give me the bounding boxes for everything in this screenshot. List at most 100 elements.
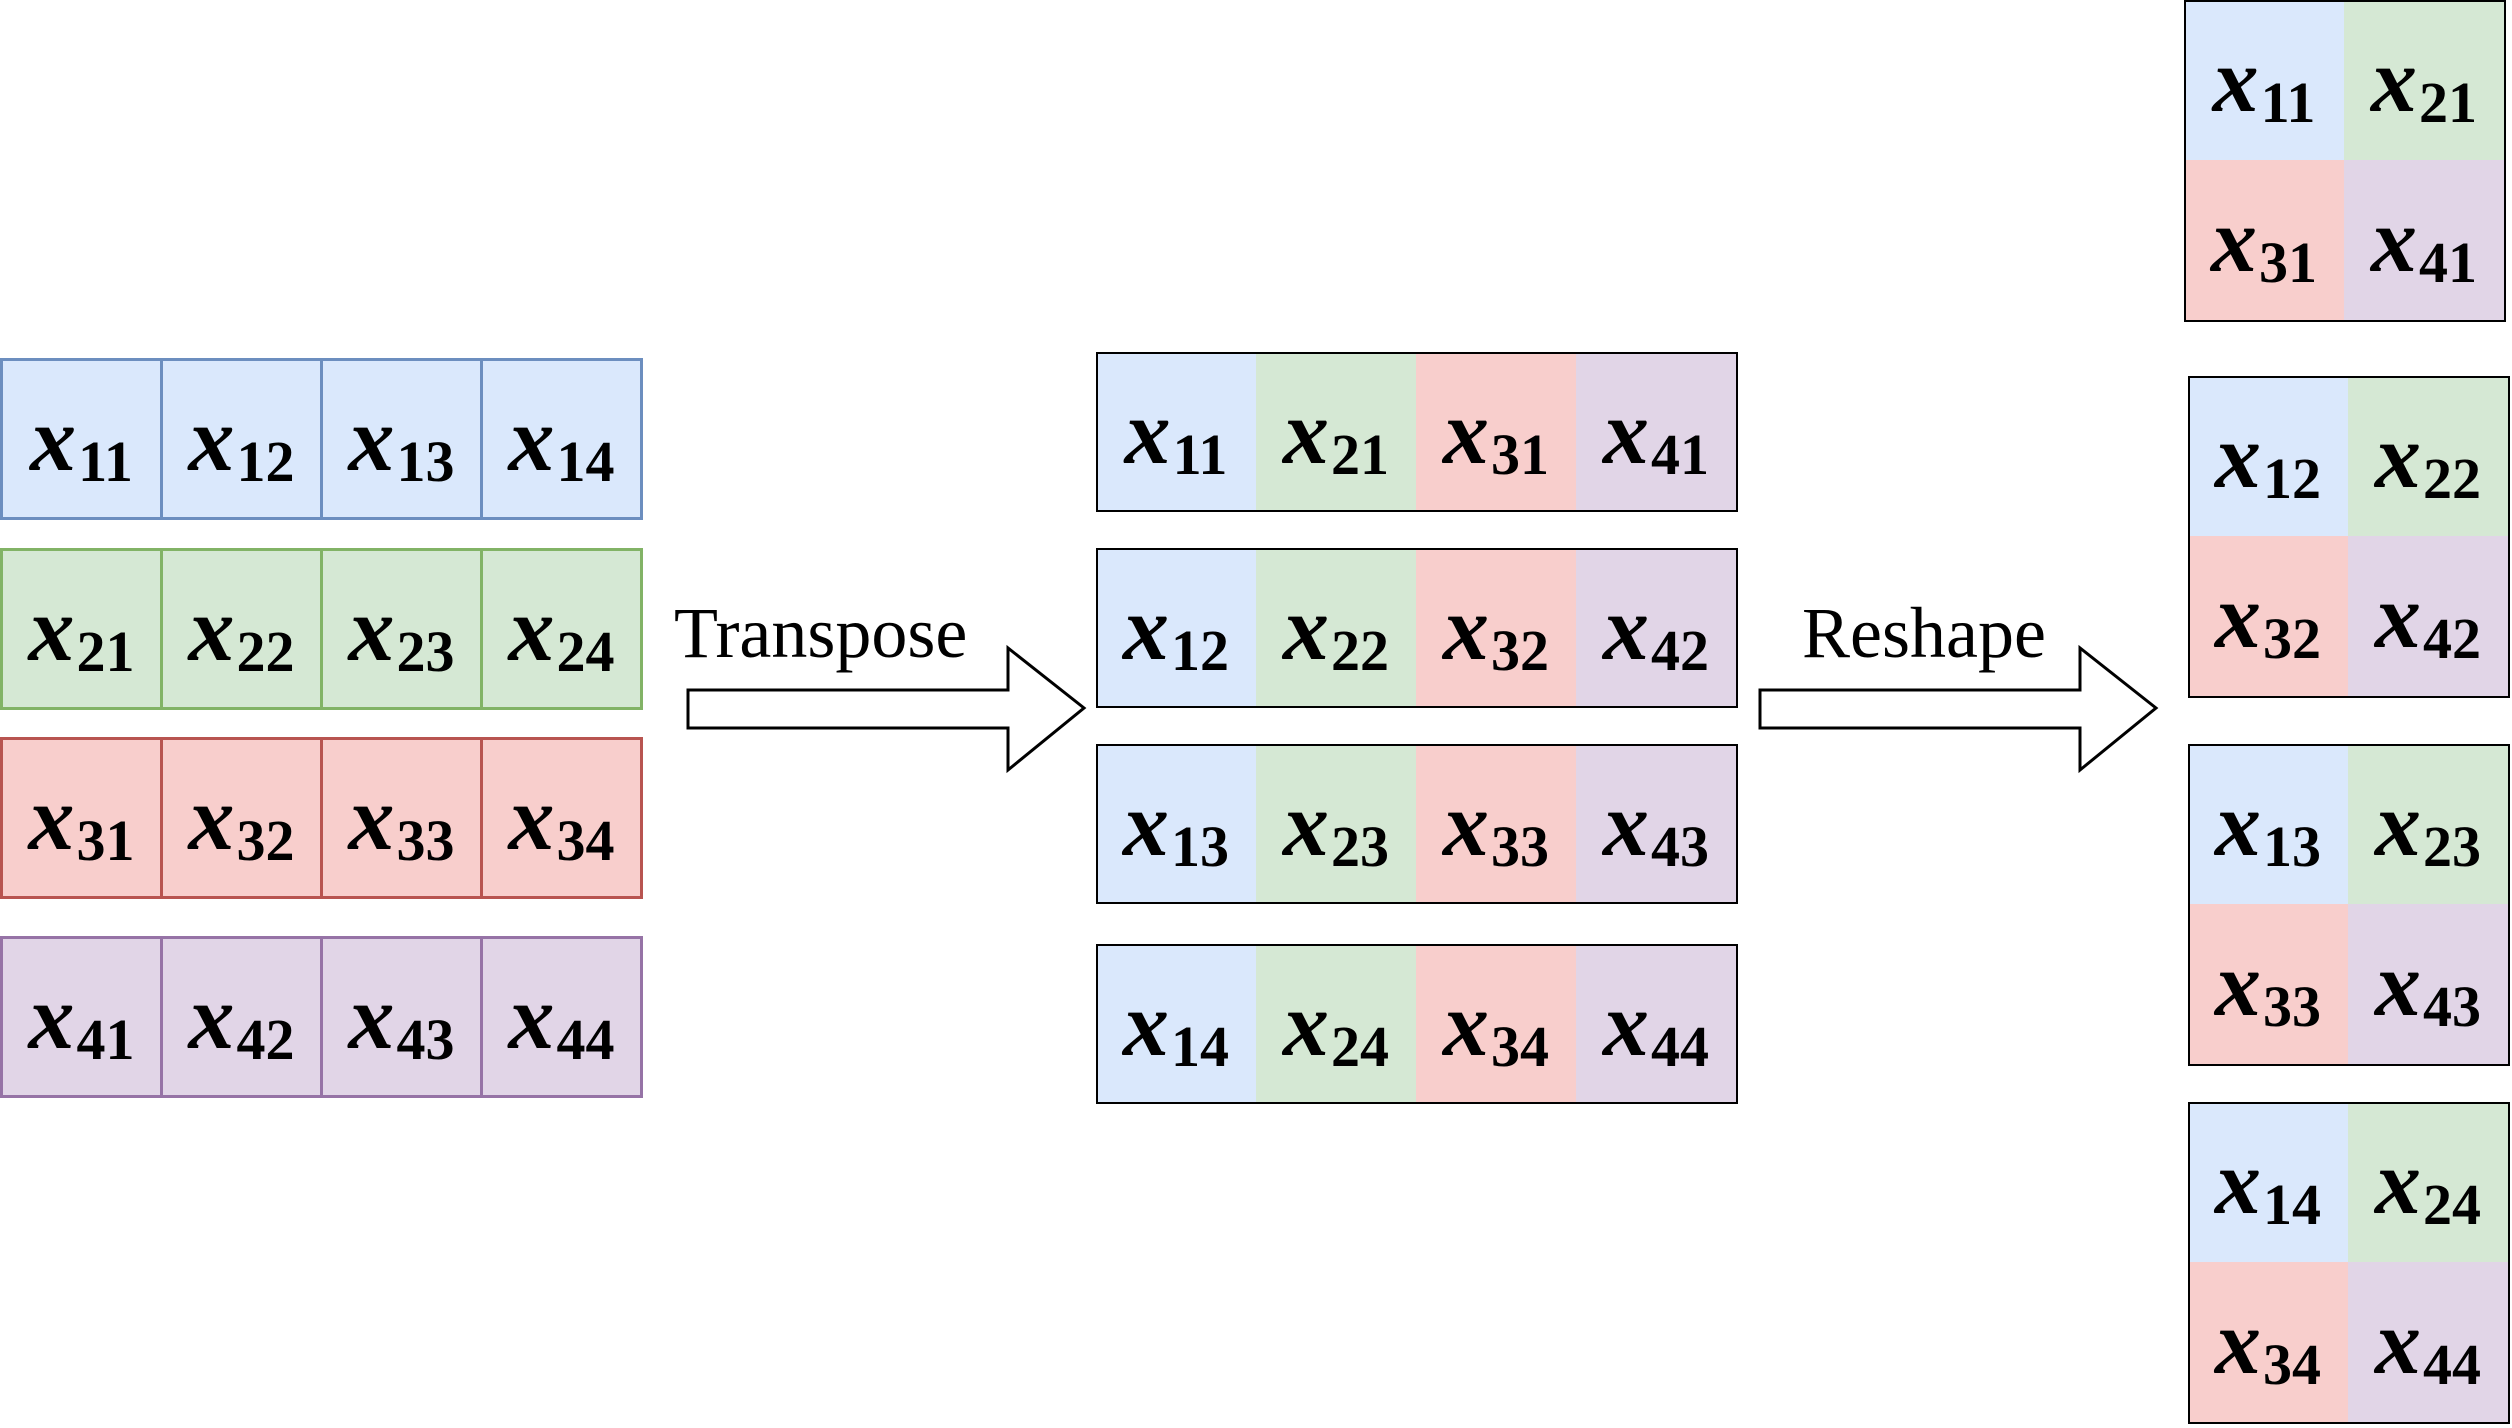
variable-subscript: 22 bbox=[236, 618, 295, 684]
variable-symbol: x bbox=[1603, 773, 1649, 875]
variable-subscript: 24 bbox=[556, 618, 615, 684]
variable-symbol: x bbox=[1283, 973, 1329, 1075]
variable-subscript: 33 bbox=[2263, 973, 2321, 1039]
transpose-label: Transpose bbox=[674, 593, 968, 673]
variable-symbol: x bbox=[2375, 565, 2421, 667]
variable-symbol: x bbox=[348, 767, 395, 869]
variable-symbol: x bbox=[1123, 773, 1169, 875]
variable-subscript: 42 bbox=[1651, 617, 1709, 683]
variable-subscript: 34 bbox=[1491, 1013, 1549, 1079]
variable-subscript: 41 bbox=[76, 1006, 135, 1072]
variable-symbol: x bbox=[1283, 577, 1329, 679]
variable-symbol: x bbox=[1124, 381, 1171, 483]
variable-subscript: 43 bbox=[396, 1006, 455, 1072]
variable-symbol: x bbox=[1283, 773, 1329, 875]
variable-subscript: 31 bbox=[2259, 229, 2317, 295]
variable-symbol: x bbox=[1443, 577, 1489, 679]
variable-symbol: x bbox=[2375, 405, 2421, 507]
variable-subscript: 32 bbox=[2263, 605, 2321, 671]
variable-symbol: x bbox=[1123, 973, 1169, 1075]
variable-subscript: 11 bbox=[1172, 421, 1228, 487]
variable-symbol: x bbox=[508, 388, 555, 490]
variable-symbol: x bbox=[30, 388, 77, 490]
variable-symbol: x bbox=[1603, 381, 1649, 483]
variable-subscript: 22 bbox=[1331, 617, 1389, 683]
variable-symbol: x bbox=[188, 767, 235, 869]
variable-subscript: 11 bbox=[2260, 69, 2316, 135]
variable-subscript: 23 bbox=[2423, 813, 2481, 879]
variable-symbol: x bbox=[2375, 1291, 2421, 1393]
variable-symbol: x bbox=[508, 966, 555, 1068]
variable-subscript: 23 bbox=[396, 618, 455, 684]
variable-symbol: x bbox=[2215, 1131, 2261, 1233]
variable-subscript: 22 bbox=[2423, 445, 2481, 511]
variable-symbol: x bbox=[28, 578, 75, 680]
variable-symbol: x bbox=[1283, 381, 1329, 483]
variable-symbol: x bbox=[28, 767, 75, 869]
variable-subscript: 34 bbox=[556, 807, 615, 873]
variable-subscript: 24 bbox=[1331, 1013, 1389, 1079]
variable-symbol: x bbox=[1603, 973, 1649, 1075]
variable-subscript: 31 bbox=[76, 807, 135, 873]
variable-subscript: 13 bbox=[396, 428, 455, 494]
variable-symbol: x bbox=[1443, 973, 1489, 1075]
variable-symbol: x bbox=[2215, 565, 2261, 667]
variable-subscript: 31 bbox=[1491, 421, 1549, 487]
variable-symbol: x bbox=[2212, 29, 2259, 131]
variable-subscript: 33 bbox=[1491, 813, 1549, 879]
variable-symbol: x bbox=[2371, 29, 2417, 131]
variable-symbol: x bbox=[2375, 1131, 2421, 1233]
variable-subscript: 41 bbox=[2419, 229, 2477, 295]
variable-subscript: 44 bbox=[2423, 1331, 2481, 1397]
variable-subscript: 32 bbox=[1491, 617, 1549, 683]
variable-symbol: x bbox=[188, 966, 235, 1068]
variable-symbol: x bbox=[2211, 189, 2257, 291]
variable-subscript: 21 bbox=[1331, 421, 1389, 487]
variable-subscript: 21 bbox=[2419, 69, 2477, 135]
variable-subscript: 32 bbox=[236, 807, 295, 873]
variable-symbol: x bbox=[188, 578, 235, 680]
variable-subscript: 44 bbox=[1651, 1013, 1709, 1079]
variable-subscript: 12 bbox=[2263, 445, 2321, 511]
variable-subscript: 24 bbox=[2423, 1171, 2481, 1237]
variable-subscript: 41 bbox=[1651, 421, 1709, 487]
variable-symbol: x bbox=[1443, 773, 1489, 875]
variable-symbol: x bbox=[2215, 1291, 2261, 1393]
variable-subscript: 34 bbox=[2263, 1331, 2321, 1397]
variable-subscript: 42 bbox=[236, 1006, 295, 1072]
variable-symbol: x bbox=[348, 388, 395, 490]
variable-subscript: 14 bbox=[1171, 1013, 1229, 1079]
variable-symbol: x bbox=[2215, 405, 2261, 507]
